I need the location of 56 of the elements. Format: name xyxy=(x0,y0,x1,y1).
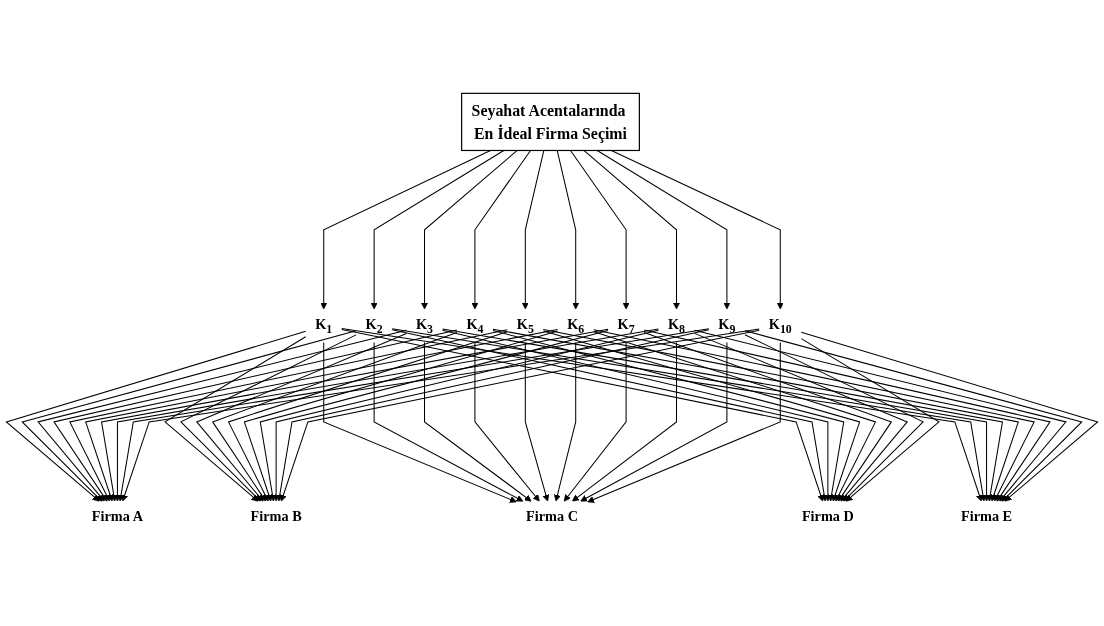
arrow xyxy=(323,342,517,503)
arrow xyxy=(694,333,909,502)
arrow xyxy=(37,330,407,502)
node-text: K$_{7}$ xyxy=(617,316,635,336)
node-text: K$_{5}$ xyxy=(516,316,534,336)
node-text: Firma A xyxy=(91,508,144,525)
node-text: Firma B xyxy=(250,508,302,525)
arrow xyxy=(421,150,518,310)
node-text: K$_{9}$ xyxy=(718,316,736,336)
arrow xyxy=(211,332,458,502)
arrow xyxy=(195,333,407,502)
arrow xyxy=(542,330,861,502)
arrow xyxy=(243,330,559,502)
arrow xyxy=(593,331,877,502)
arrow xyxy=(744,334,924,502)
node-text: Firma C xyxy=(526,508,578,525)
arrow xyxy=(471,150,531,310)
node-text: K$_{3}$ xyxy=(415,316,434,336)
arrow xyxy=(572,342,677,502)
arrow xyxy=(320,150,491,310)
arrow xyxy=(227,331,508,502)
arrow xyxy=(259,330,609,502)
arrow xyxy=(370,150,505,310)
arrow xyxy=(610,150,784,310)
arrow xyxy=(596,150,731,310)
arrow xyxy=(580,342,728,502)
node-text: K$_{1}$ xyxy=(315,316,333,336)
arrow xyxy=(373,342,524,502)
arrow xyxy=(800,338,940,502)
arrow xyxy=(524,342,550,502)
node-text: K$_{4}$ xyxy=(466,316,484,336)
arrow xyxy=(180,334,357,502)
node-text: Firma D xyxy=(801,508,854,525)
arrow xyxy=(800,331,1099,502)
arrow xyxy=(694,330,1067,502)
arrow xyxy=(521,150,545,310)
arrow xyxy=(5,331,307,502)
arrow xyxy=(492,330,845,502)
arrow xyxy=(424,342,532,502)
node-text: K$_{8}$ xyxy=(667,316,686,336)
arrow xyxy=(643,332,893,502)
node-text: K$_{10}$ xyxy=(768,316,792,336)
arrow xyxy=(474,342,540,502)
arrow xyxy=(563,342,627,502)
arrow xyxy=(21,330,357,502)
node-box: Seyahat Acentalarında En İdeal Firma Seçimi xyxy=(461,92,640,152)
arrow xyxy=(164,336,307,502)
arrow xyxy=(556,150,580,310)
arrow xyxy=(554,342,577,502)
node-text: Firma E xyxy=(960,508,1013,525)
node-text: K$_{2}$ xyxy=(365,316,383,336)
arrow xyxy=(583,150,680,310)
node-text: K$_{6}$ xyxy=(567,316,585,336)
arrow xyxy=(587,342,781,503)
arrow xyxy=(744,330,1083,502)
arrow xyxy=(570,150,630,310)
